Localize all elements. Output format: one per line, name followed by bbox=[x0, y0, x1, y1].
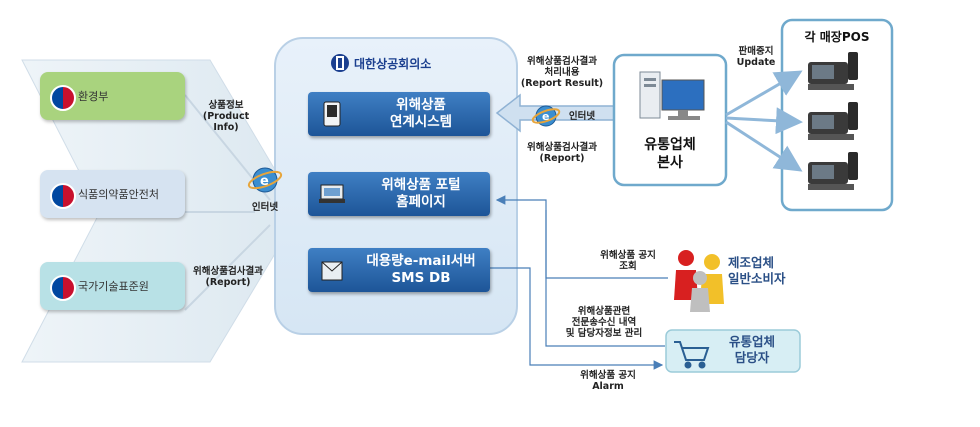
mail-server-box: 대용량e-mail서버 SMS DB bbox=[308, 248, 490, 292]
pos-terminal-icon-2 bbox=[808, 102, 858, 140]
mail-server-line2: SMS DB bbox=[391, 270, 451, 286]
server-computer-icon bbox=[639, 71, 705, 120]
hq-label: 유통업체 본사 bbox=[644, 137, 696, 171]
alarm-label: 위해상품 공지 Alarm bbox=[580, 370, 636, 392]
agency-standards: 국가기술표준원 bbox=[40, 262, 185, 310]
linkage-system-line1: 위해상품 bbox=[396, 97, 446, 113]
mail-server-line1: 대용량e-mail서버 bbox=[366, 253, 476, 269]
report-label-left: 위해상품검사결과 (Report) bbox=[193, 266, 263, 288]
notice-query-label: 위해상품 공지 조회 bbox=[600, 250, 656, 272]
internet-label-left: 인터넷 bbox=[251, 202, 279, 213]
linkage-system-line2: 연계시스템 bbox=[389, 114, 453, 130]
internet-label-mid: 인터넷 bbox=[568, 111, 596, 122]
message-log-label: 위해상품관련 전문송수신 내역 및 담당자정보 관리 bbox=[565, 306, 643, 339]
agency-food-drug: 식품의약품안전처 bbox=[40, 170, 185, 218]
pos-update-label: 판매중지 Update bbox=[736, 46, 776, 68]
agency-label: 국가기술표준원 bbox=[78, 280, 149, 293]
internet-globe-icon-mid: e bbox=[531, 105, 561, 127]
internet-globe-icon-left: e bbox=[247, 167, 283, 193]
government-seal-icon bbox=[50, 85, 76, 111]
laptop-icon bbox=[319, 184, 345, 203]
agency-label: 환경부 bbox=[78, 90, 109, 103]
product-info-label: 상품정보 (Product Info) bbox=[202, 100, 250, 133]
government-seal-icon bbox=[50, 183, 76, 209]
svg-text:e: e bbox=[260, 174, 269, 189]
manager-box bbox=[665, 329, 801, 373]
report-result-label: 위해상품검사결과 처리내용 (Report Result) bbox=[520, 56, 604, 89]
portal-box: 위해상품 포털 홈페이지 bbox=[308, 172, 490, 216]
report-label-mid: 위해상품검사결과 (Report) bbox=[527, 142, 597, 164]
svg-text:e: e bbox=[542, 110, 549, 123]
agency-label: 식품의약품안전처 bbox=[78, 188, 159, 201]
pos-terminal-icon-1 bbox=[808, 52, 858, 90]
agency-environment: 환경부 bbox=[40, 72, 185, 120]
consumer-label: 제조업체 일반소비자 bbox=[728, 255, 786, 286]
government-seal-icon bbox=[50, 275, 76, 301]
linkage-system-box: 위해상품 연계시스템 bbox=[308, 92, 490, 136]
pos-terminal-icon-3 bbox=[808, 152, 858, 190]
terminal-icon bbox=[323, 101, 341, 127]
portal-line1: 위해상품 포털 bbox=[381, 177, 461, 193]
people-icon bbox=[674, 250, 724, 312]
mail-server-icon bbox=[321, 261, 343, 281]
cart-icon bbox=[674, 341, 710, 369]
manager-label: 유통업체 담당자 bbox=[728, 334, 775, 365]
portal-line2: 홈페이지 bbox=[396, 194, 446, 210]
chamber-logo-icon bbox=[331, 54, 349, 72]
hub-title: 대한상공회의소 bbox=[354, 57, 432, 71]
pos-title: 각 매장POS bbox=[804, 30, 870, 44]
